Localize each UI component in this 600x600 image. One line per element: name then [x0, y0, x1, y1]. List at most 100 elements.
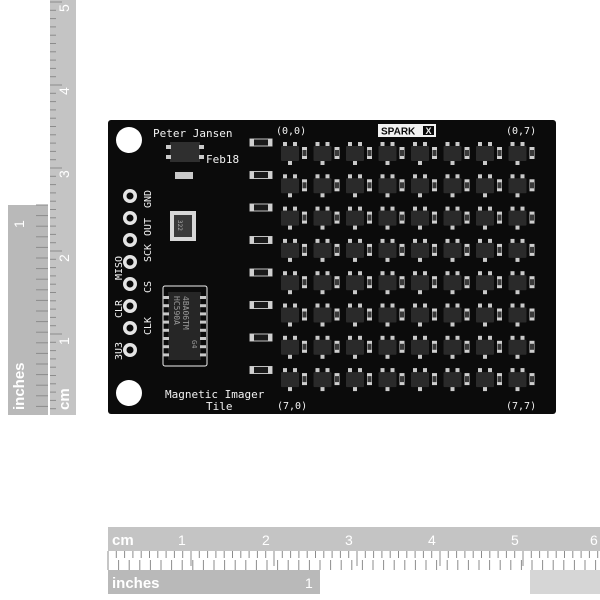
- hall-sensor: [443, 307, 462, 323]
- chip-body: [168, 292, 201, 360]
- hall-sensor-pad: [488, 368, 492, 373]
- hall-sensor-pad: [520, 368, 525, 373]
- ruler-cm-label-horizontal: cm: [112, 532, 134, 549]
- bypass-capacitor-body: [335, 182, 339, 189]
- bypass-capacitor-body: [400, 214, 404, 221]
- hall-sensor-pad: [515, 257, 520, 262]
- hall-sensor-pad: [478, 206, 482, 211]
- hall-sensor-pad: [358, 335, 362, 340]
- corner-label-top-left: (0,0): [276, 126, 306, 137]
- mounting-hole-top: [116, 127, 142, 153]
- chip-lead: [200, 312, 206, 316]
- bypass-capacitor-body: [367, 214, 372, 221]
- hall-sensor-pad: [478, 303, 482, 308]
- hall-sensor-pad: [358, 368, 362, 373]
- hall-sensor-pad: [413, 335, 417, 340]
- hall-sensor: [508, 275, 527, 291]
- hall-sensor: [378, 307, 397, 323]
- bypass-capacitor-body: [432, 182, 437, 189]
- row-resistor-end: [250, 171, 254, 179]
- hall-sensor-pad: [380, 238, 385, 243]
- hall-sensor-pad: [488, 142, 492, 146]
- hall-sensor-grid: [281, 142, 535, 392]
- hall-sensor-pad: [385, 387, 390, 392]
- ruler-cm-number: 2: [56, 254, 72, 262]
- hall-sensor-pad: [380, 335, 385, 340]
- row-resistors: [249, 138, 273, 374]
- chip-lead: [200, 353, 206, 357]
- top-small-component-pad: [166, 155, 171, 159]
- bypass-capacitor-body: [465, 150, 469, 156]
- hall-sensor-pad: [478, 271, 482, 276]
- hall-sensor-pad: [288, 387, 292, 392]
- hall-sensor: [281, 178, 299, 194]
- chip-marking-line3: G4: [190, 340, 198, 348]
- hall-sensor-pad: [515, 225, 520, 230]
- hall-sensor-pad: [315, 303, 320, 308]
- hall-sensor-pad: [385, 225, 390, 230]
- chip-outline: [162, 285, 208, 367]
- hall-sensor-pad: [380, 174, 385, 179]
- hall-sensor-pad: [418, 225, 422, 230]
- hall-sensor: [476, 210, 494, 226]
- ruler-inch-number: 2: [11, 0, 27, 8]
- hall-sensor-pad: [348, 174, 352, 179]
- hall-sensor-pad: [320, 387, 325, 392]
- board-name-line1: Magnetic Imager: [165, 388, 265, 401]
- header-pin-hole: [126, 280, 134, 288]
- hall-sensor: [346, 339, 364, 355]
- hall-sensor-pad: [520, 142, 525, 146]
- hall-sensor-pad: [455, 335, 460, 340]
- hall-sensor-pad: [358, 174, 362, 179]
- chip-lead: [200, 304, 206, 308]
- bypass-capacitor-body: [335, 150, 339, 156]
- hall-sensor-pad: [320, 225, 325, 230]
- hall-sensor-pad: [385, 257, 390, 262]
- hall-sensor-pad: [348, 368, 352, 373]
- hall-sensor-pad: [325, 206, 330, 211]
- hall-sensor: [411, 339, 429, 355]
- hall-sensor-pad: [510, 238, 515, 243]
- hall-sensor: [281, 307, 299, 323]
- bypass-capacitor-body: [530, 279, 534, 286]
- hall-sensor-pad: [358, 238, 362, 243]
- hall-sensor-pad: [390, 303, 395, 308]
- bypass-capacitor-body: [302, 376, 307, 383]
- hall-sensor-pad: [423, 271, 427, 276]
- hall-sensor-pad: [515, 193, 520, 198]
- hall-sensor-pad: [348, 142, 352, 146]
- hall-sensor-pad: [418, 290, 422, 295]
- hall-sensor: [476, 146, 494, 161]
- hall-sensor-pad: [445, 238, 450, 243]
- hall-sensor-pad: [353, 225, 357, 230]
- bypass-capacitor-body: [367, 311, 372, 318]
- bypass-capacitor-body: [465, 214, 469, 221]
- hall-sensor: [411, 210, 429, 226]
- hall-sensor: [346, 372, 364, 388]
- hall-sensor-pad: [483, 290, 487, 295]
- hall-sensor-pad: [293, 174, 297, 179]
- hall-sensor: [508, 242, 527, 258]
- hall-sensor-pad: [390, 271, 395, 276]
- hall-sensor-pad: [515, 387, 520, 392]
- hall-sensor-pad: [390, 368, 395, 373]
- hall-sensor-pad: [325, 238, 330, 243]
- hall-sensor-pad: [450, 257, 455, 262]
- bypass-capacitor-body: [465, 279, 469, 286]
- row-resistor-end: [250, 269, 254, 276]
- hall-sensor: [378, 146, 397, 161]
- hall-sensor: [476, 178, 494, 194]
- hall-sensor-pad: [348, 271, 352, 276]
- hall-sensor-pad: [413, 206, 417, 211]
- row-resistor-end: [268, 334, 272, 341]
- ruler-cm-number: 1: [178, 532, 186, 548]
- hall-sensor-pad: [325, 142, 330, 146]
- hall-sensor-pad: [418, 322, 422, 327]
- hall-sensor-pad: [293, 142, 297, 146]
- bypass-capacitor-body: [432, 246, 437, 253]
- hall-sensor-pad: [380, 142, 385, 146]
- header-pin-label: GND: [143, 190, 154, 208]
- header-pin-hole: [126, 214, 134, 222]
- bypass-capacitor-body: [432, 376, 437, 383]
